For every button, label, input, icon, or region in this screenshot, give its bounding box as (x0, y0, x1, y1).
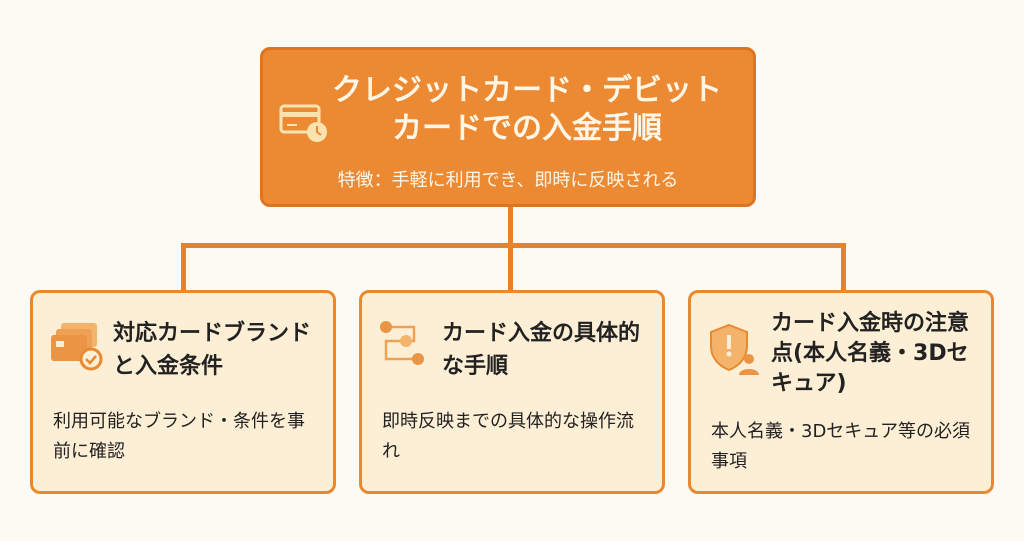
credit-card-clock-icon (279, 100, 329, 148)
child-title: カード入金の具体的な手順 (442, 321, 641, 379)
connector (181, 243, 846, 248)
connector (508, 207, 513, 247)
child-title: カード入金時の注意点(本人名義・3Dセキュア) (771, 311, 970, 396)
cards-check-icon (49, 321, 105, 375)
root-subtitle: 特徴：手軽に利用でき、即時に反映される (337, 170, 679, 191)
child-desc: 本人名義・3Dセキュア等の必須事項 (711, 421, 970, 472)
connector (841, 243, 846, 291)
child-node-cautions: カード入金時の注意点(本人名義・3Dセキュア) 本人名義・3Dセキュア等の必須事… (688, 290, 994, 494)
root-title: クレジットカード・デビットカードでの入金手順 (332, 73, 722, 146)
connector (181, 243, 186, 291)
child-node-card-brands: 対応カードブランドと入金条件 利用可能なブランド・条件を事前に確認 (30, 290, 336, 494)
child-desc: 即時反映までの具体的な操作流れ (382, 411, 634, 462)
root-node: クレジットカード・デビットカードでの入金手順 特徴：手軽に利用でき、即時に反映さ… (260, 47, 756, 207)
child-desc: 利用可能なブランド・条件を事前に確認 (53, 411, 305, 462)
shield-user-icon (707, 321, 763, 381)
numbered-steps-icon (378, 321, 434, 375)
child-title: 対応カードブランドと入金条件 (113, 321, 312, 379)
connector (508, 243, 513, 291)
child-node-steps: カード入金の具体的な手順 即時反映までの具体的な操作流れ (359, 290, 665, 494)
